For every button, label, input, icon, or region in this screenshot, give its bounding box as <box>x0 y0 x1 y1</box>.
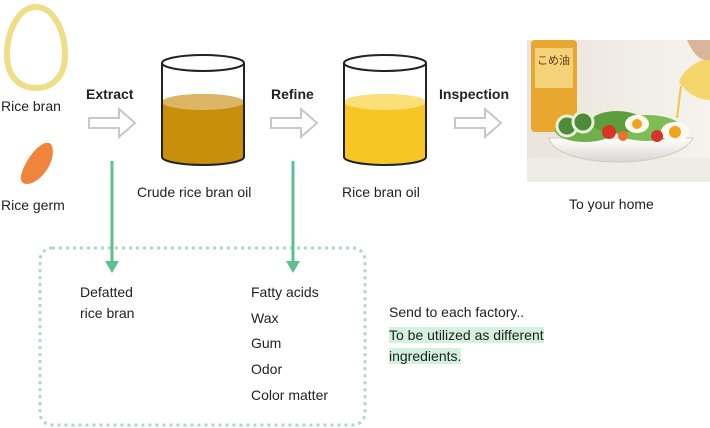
note-line2-wrap: To be utilized as different <box>389 327 544 343</box>
inspection-label: Inspection <box>439 86 510 102</box>
inspection-arrow <box>454 106 503 140</box>
byproduct-odor: Odor <box>251 361 283 377</box>
extract-label: Extract <box>86 86 134 102</box>
crude-oil-label: Crude rice bran oil <box>137 184 252 200</box>
refine-label: Refine <box>271 86 314 102</box>
note-line3-wrap: ingredients. <box>389 348 462 364</box>
rice-bran-label: Rice bran <box>1 98 61 114</box>
rice-bran-icon <box>3 3 69 92</box>
byproduct-color-matter: Color matter <box>251 387 329 403</box>
rice-germ-icon <box>20 142 53 184</box>
note-line1: Send to each factory.. <box>389 304 525 320</box>
refine-arrow <box>270 106 319 140</box>
byproduct-gum: Gum <box>251 335 282 351</box>
rice-bran-oil-label: Rice bran oil <box>342 184 420 200</box>
defatted-label-line2: rice bran <box>80 305 135 321</box>
rice-germ-label: Rice germ <box>1 197 65 213</box>
note-line2: To be utilized as different <box>389 327 544 343</box>
crude-oil-beaker <box>161 54 245 166</box>
salad-photo: こめ油 <box>527 40 710 182</box>
refined-oil-beaker <box>343 54 427 166</box>
byproduct-fatty-acids: Fatty acids <box>251 284 319 300</box>
defatted-label-line1: Defatted <box>80 284 133 300</box>
byproduct-wax: Wax <box>251 310 279 326</box>
impurities-down-arrow <box>286 161 300 273</box>
defatted-down-arrow <box>105 161 119 273</box>
note-line3: ingredients. <box>389 348 462 364</box>
extract-arrow <box>88 106 137 140</box>
to-your-home-label: To your home <box>569 196 654 212</box>
svg-text:こめ油: こめ油 <box>537 53 570 67</box>
